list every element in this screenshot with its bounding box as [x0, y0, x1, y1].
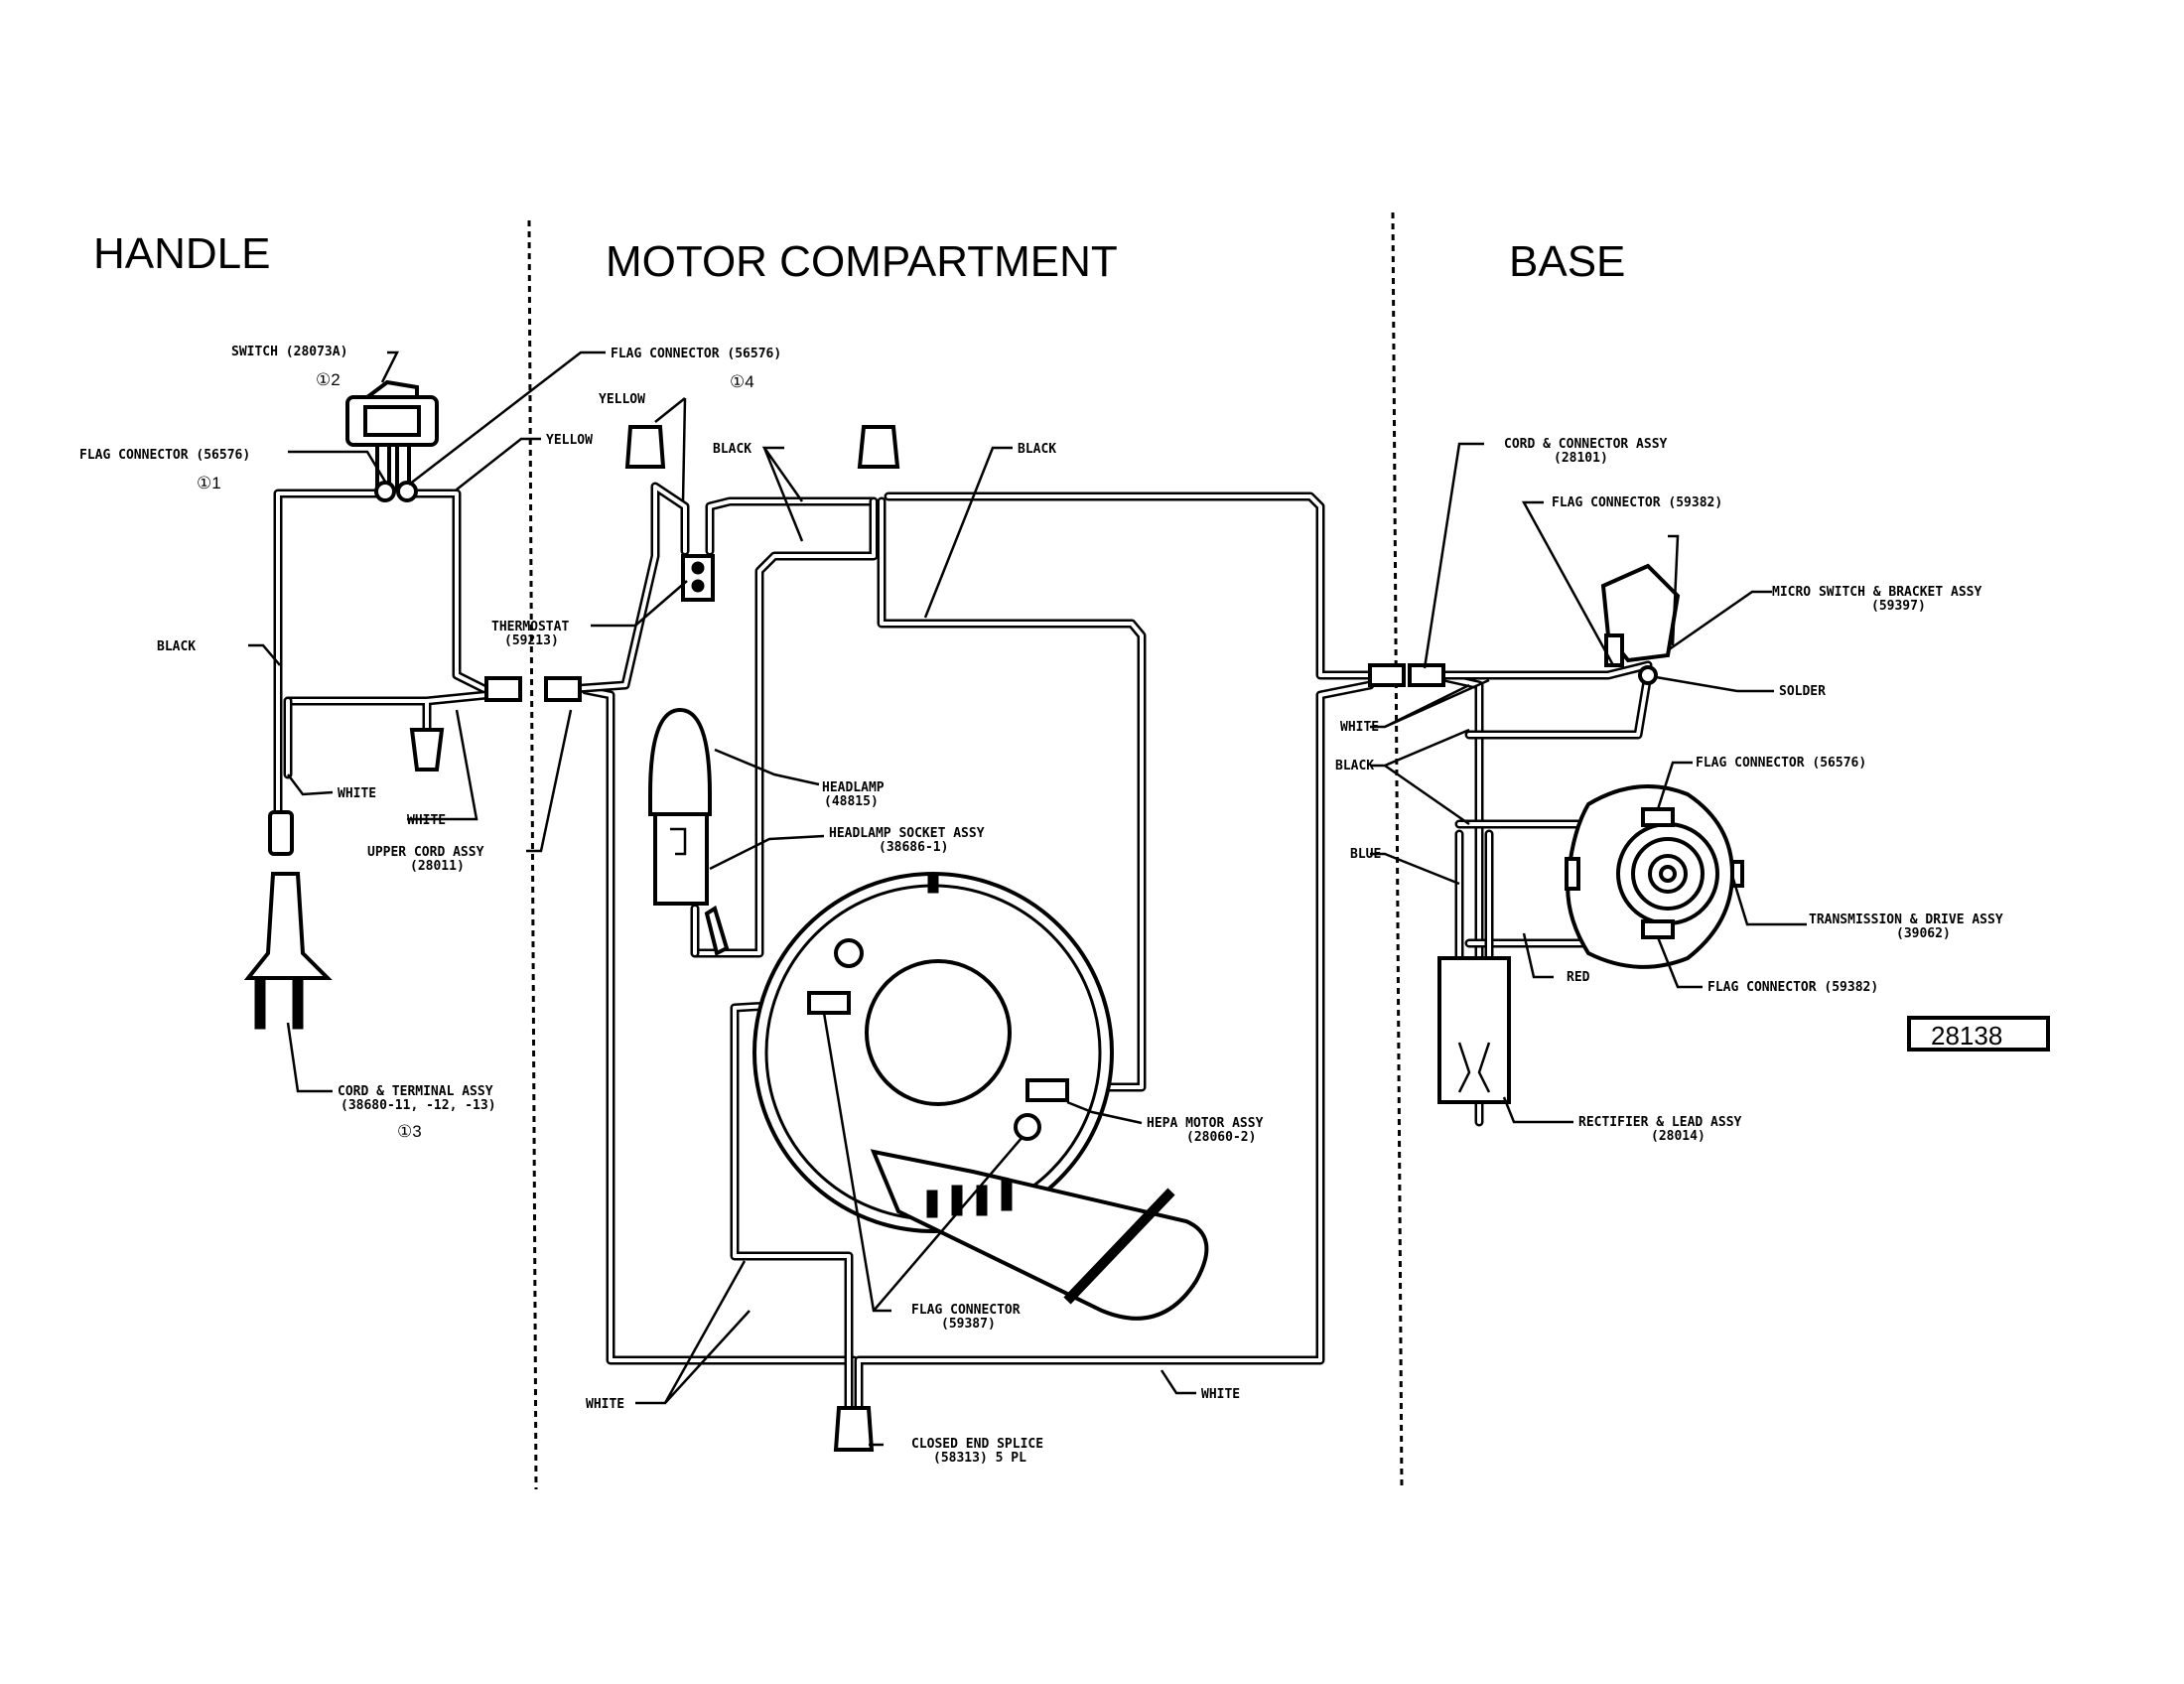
label-black-motor-left: BLACK: [713, 442, 751, 457]
label-micro-switch-num: (59397): [1871, 599, 1926, 614]
label-white-motor-left: WHITE: [586, 1397, 624, 1412]
label-thermostat: THERMOSTAT: [491, 620, 569, 634]
label-flag-connector-base-top: FLAG CONNECTOR (59382): [1552, 495, 1722, 510]
upper-cord-connector-right: [544, 676, 582, 702]
section-title-handle: HANDLE: [93, 229, 271, 278]
label-rectifier: RECTIFIER & LEAD ASSY: [1578, 1115, 1742, 1130]
label-transmission: TRANSMISSION & DRIVE ASSY: [1809, 912, 2003, 927]
upper-cord-connector-left: [484, 676, 522, 702]
label-flag-connector-left: FLAG CONNECTOR (56576): [79, 448, 250, 463]
wire-nut-black: [857, 425, 900, 469]
label-cord-connector-num: (28101): [1554, 451, 1608, 466]
label-headlamp: HEADLAMP: [822, 780, 885, 795]
note-cord-terminal: ①3: [397, 1122, 422, 1141]
label-closed-splice-num: (58313) 5 PL: [933, 1451, 1026, 1466]
label-flag-connector-top: FLAG CONNECTOR (56576): [611, 347, 781, 361]
label-flag-connector-motor: FLAG CONNECTOR: [911, 1303, 1021, 1318]
switch-icon: [345, 379, 439, 502]
divider-motor-base: [1391, 211, 1404, 1490]
label-blue-base: BLUE: [1350, 847, 1381, 862]
label-upper-cord-num: (28011): [410, 859, 465, 874]
label-micro-switch: MICRO SWITCH & BRACKET ASSY: [1772, 585, 1981, 600]
label-flag-connector-motor-num: (59387): [941, 1317, 996, 1332]
label-white-motor-right: WHITE: [1201, 1387, 1240, 1402]
label-solder: SOLDER: [1779, 684, 1826, 699]
label-yellow-a: YELLOW: [546, 433, 593, 448]
label-headlamp-socket: HEADLAMP SOCKET ASSY: [829, 826, 985, 841]
section-title-base: BASE: [1509, 237, 1625, 286]
label-rectifier-num: (28014): [1651, 1129, 1706, 1144]
wire-nut-yellow: [624, 425, 666, 469]
closed-end-splice-icon: [833, 1406, 875, 1452]
label-hepa-motor-num: (28060-2): [1186, 1130, 1256, 1145]
label-black-motor-right: BLACK: [1018, 442, 1056, 457]
base-cord-connector-left: [1368, 663, 1406, 687]
label-upper-cord: UPPER CORD ASSY: [367, 845, 484, 860]
plug-icon: [243, 810, 333, 1030]
label-white-base: WHITE: [1340, 720, 1379, 735]
label-cord-terminal-num: (38680-11, -12, -13): [341, 1098, 496, 1113]
note-switch: ①2: [316, 370, 341, 389]
divider-handle-motor: [527, 219, 538, 1490]
label-cord-connector: CORD & CONNECTOR ASSY: [1504, 437, 1668, 452]
label-flag-connector-base: FLAG CONNECTOR (56576): [1696, 756, 1866, 771]
label-headlamp-num: (48815): [824, 794, 879, 809]
section-title-motor: MOTOR COMPARTMENT: [606, 237, 1118, 286]
hepa-motor-icon: [752, 872, 1209, 1321]
note-flag-connector-top: ①4: [730, 372, 754, 391]
label-transmission-num: (39062): [1896, 926, 1951, 941]
leader-lines: [248, 351, 1807, 1447]
transmission-icon: [1565, 784, 1744, 969]
label-black-base: BLACK: [1335, 759, 1374, 773]
label-white-handle-a: WHITE: [338, 786, 376, 801]
base-cord-connector-right: [1408, 663, 1445, 687]
drawing-number-box: [1907, 1016, 2050, 1052]
label-hepa-motor: HEPA MOTOR ASSY: [1147, 1116, 1264, 1131]
headlamp-icon: [648, 707, 730, 956]
note-flag-connector-left: ①1: [197, 474, 221, 492]
label-red-base: RED: [1567, 970, 1590, 985]
label-cord-terminal: CORD & TERMINAL ASSY: [338, 1084, 493, 1099]
label-thermostat-num: (59213): [504, 633, 559, 648]
micro-switch-icon: [1600, 534, 1681, 685]
drawing-number: 28138: [1931, 1021, 2002, 1051]
label-yellow-b: YELLOW: [599, 392, 645, 407]
label-switch: SWITCH (28073A): [231, 345, 347, 359]
wire-nut-handle: [409, 728, 445, 772]
label-black-handle: BLACK: [157, 639, 196, 654]
label-flag-connector-base-bottom: FLAG CONNECTOR (59382): [1707, 980, 1878, 995]
rectifier-icon: [1437, 956, 1511, 1104]
label-headlamp-socket-num: (38686-1): [879, 840, 948, 855]
thermostat-icon: [681, 554, 715, 602]
label-closed-splice: CLOSED END SPLICE: [911, 1437, 1043, 1452]
label-white-handle-b: WHITE: [407, 813, 446, 828]
